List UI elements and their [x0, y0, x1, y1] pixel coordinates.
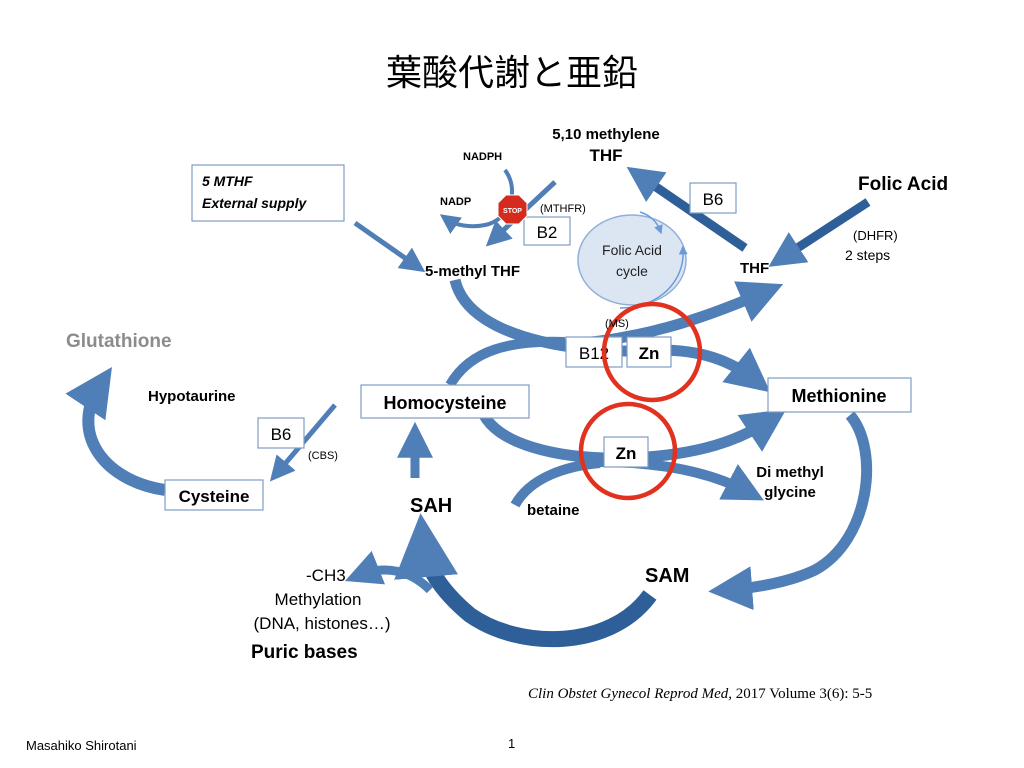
folic-acid-cycle	[577, 214, 687, 306]
flow-methionine-to-sam	[708, 411, 872, 611]
zn-box-bhmt	[603, 436, 649, 468]
flow-folicacid-to-thf	[768, 198, 871, 267]
external-supply-label: External supply	[202, 195, 307, 211]
dhfr-steps-label: 2 steps	[845, 247, 890, 263]
methylation-targets-label: (DNA, histones…)	[254, 614, 391, 633]
stop-label: STOP	[503, 208, 522, 215]
zn-highlight-ring-bhmt	[578, 401, 678, 501]
flow-external-supply	[353, 220, 426, 273]
dhfr-label: (DHFR)	[853, 228, 898, 243]
flow-sam-to-sah	[394, 513, 657, 648]
folic-acid-cycle-arrow-2	[639, 211, 663, 235]
flow-cysteine-to-glutathione	[65, 367, 167, 496]
di-methyl-label-2: glycine	[764, 484, 816, 501]
methionine-label: Methionine	[792, 386, 887, 406]
ch3-label: -CH3	[306, 566, 346, 585]
b12-box	[565, 336, 623, 368]
folic-acid-label: Folic Acid	[858, 174, 948, 195]
b2-box	[523, 216, 571, 246]
citation: Clin Obstet Gynecol Reprod Med, 2017 Vol…	[528, 686, 872, 703]
ms-label: (MS)	[605, 318, 629, 330]
b6-top-label: B6	[703, 190, 724, 209]
folic-acid-cycle-label-1: Folic Acid	[602, 242, 662, 258]
footer-author: Masahiko Shirotani	[26, 738, 137, 753]
b12-label: B12	[579, 344, 609, 363]
homocysteine-box	[360, 384, 530, 419]
cysteine-label: Cysteine	[179, 487, 250, 506]
zn-label-ms: Zn	[639, 344, 660, 363]
b6-cbs-label: B6	[271, 425, 292, 444]
flow-nadph-to-nadp	[439, 168, 515, 234]
di-methyl-label-1: Di methyl	[756, 464, 824, 481]
mthf-label: 5 MTHF	[202, 173, 253, 189]
cysteine-box	[164, 479, 264, 511]
slide-title: 葉酸代謝と亜鉛	[385, 53, 638, 94]
folic-acid-cycle-label-2: cycle	[616, 263, 648, 279]
b6-cbs-box	[257, 417, 305, 449]
b6-top-box	[689, 182, 737, 214]
homocysteine-label: Homocysteine	[383, 393, 506, 413]
betaine-label: betaine	[527, 502, 580, 519]
flow-loop-upper-arc	[445, 336, 566, 388]
citation-details: 2017 Volume 3(6): 5-5	[731, 686, 873, 702]
flow-homocysteine-to-cysteine	[269, 403, 337, 482]
zn-highlight-ring-ms	[601, 301, 703, 403]
methylation-label: Methylation	[275, 590, 362, 609]
sam-label: SAM	[645, 565, 689, 587]
glutathione-label: Glutathione	[66, 331, 172, 352]
puric-bases-label: Puric bases	[251, 642, 358, 663]
methionine-box	[767, 377, 912, 413]
thf-label: THF	[740, 260, 769, 277]
nadph-label: NADPH	[463, 151, 502, 163]
zn-label-bhmt: Zn	[616, 444, 637, 463]
page-number: 1	[508, 736, 516, 751]
nadp-label: NADP	[440, 196, 471, 208]
cbs-label: (CBS)	[308, 450, 338, 462]
methyl-thf-label: 5-methyl THF	[425, 263, 520, 280]
methylene-thf-label-2: THF	[589, 146, 622, 165]
mthf-external-box	[191, 164, 345, 222]
hypotaurine-label: Hypotaurine	[148, 388, 236, 405]
stop-sign-icon	[497, 194, 528, 225]
flow-betaine-in	[510, 458, 601, 508]
citation-journal: Clin Obstet Gynecol Reprod Med,	[528, 686, 732, 702]
methylene-thf-label-1: 5,10 methylene	[552, 126, 660, 143]
b2-label: B2	[537, 223, 558, 242]
zn-box-ms	[626, 336, 672, 368]
sah-label: SAH	[410, 495, 452, 517]
mthfr-label: (MTHFR)	[540, 203, 586, 215]
flow-to-ch3	[344, 550, 434, 594]
